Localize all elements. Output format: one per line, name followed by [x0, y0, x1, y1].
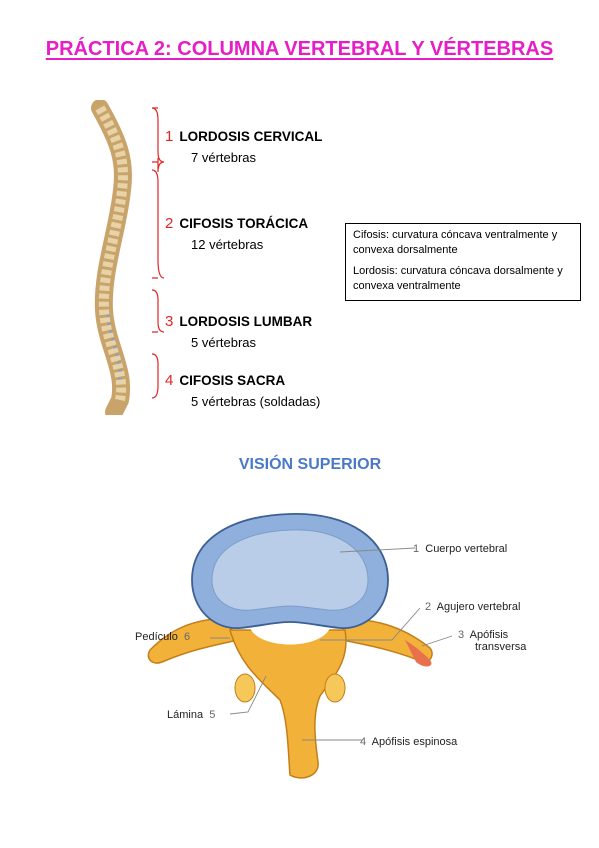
- label-lamina: Lámina 5: [167, 709, 216, 721]
- lordosis-note: Lordosis: curvatura cóncava dorsalmente …: [353, 265, 563, 292]
- definitions-box: Cifosis: curvatura cóncava ventralmente …: [345, 223, 581, 301]
- label-apofisis-transversa: 3 Apófisis transversa: [458, 629, 527, 653]
- label-apofisis-espinosa: 4 Apófisis espinosa: [360, 736, 458, 748]
- label-pediculo: Pedículo 6: [135, 631, 191, 643]
- vertebra-superior-view: [147, 513, 453, 779]
- section-subtitle: VISIÓN SUPERIOR: [238, 456, 382, 473]
- page-title: PRÁCTICA 2: COLUMNA VERTEBRAL Y VÉRTEBRA…: [45, 38, 554, 60]
- label-agujero-vertebral: 2 Agujero vertebral: [425, 601, 521, 613]
- cifosis-note: Cifosis: curvatura cóncava ventralmente …: [353, 229, 558, 256]
- spine-illustration: [91, 100, 132, 415]
- region-brackets: [151, 107, 165, 399]
- label-cuerpo-vertebral: 1 Cuerpo vertebral: [413, 543, 508, 555]
